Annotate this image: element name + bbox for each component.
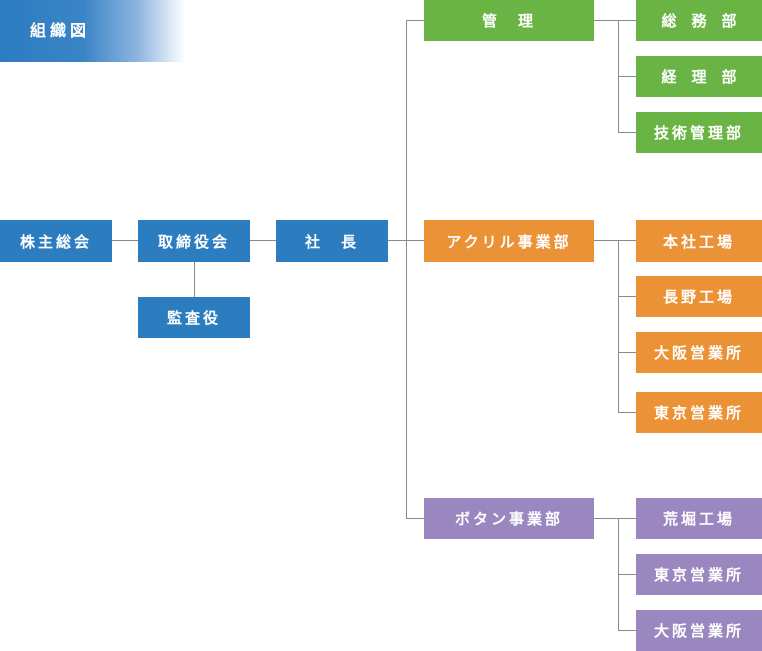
connector-line <box>594 240 618 241</box>
title-banner: 組織図 <box>0 0 185 62</box>
technical-management-box: 技術管理部 <box>636 112 762 153</box>
general-affairs-box: 総 務 部 <box>636 0 762 41</box>
button-division-box: ボタン事業部 <box>424 498 594 539</box>
head-office-factory-box: 本社工場 <box>636 220 762 262</box>
page-title: 組織図 <box>30 21 91 40</box>
arabori-factory-box: 荒堀工場 <box>636 498 762 539</box>
connector-line <box>618 412 636 413</box>
connector-line <box>594 518 618 519</box>
connector-line <box>406 20 424 21</box>
connector-line <box>618 76 636 77</box>
osaka-office-box: 大阪営業所 <box>636 332 762 373</box>
board-of-directors-box: 取締役会 <box>138 220 250 262</box>
connector-line <box>618 574 636 575</box>
osaka-office-box: 大阪営業所 <box>636 610 762 651</box>
tokyo-office-box: 東京営業所 <box>636 554 762 595</box>
nagano-factory-box: 長野工場 <box>636 276 762 317</box>
connector-line <box>618 518 636 519</box>
connector-line <box>406 518 424 519</box>
connector-line <box>618 240 619 413</box>
connector-line <box>112 240 138 241</box>
admin-division-box: 管 理 <box>424 0 594 41</box>
shareholders-meeting-box: 株主総会 <box>0 220 112 262</box>
connector-line <box>618 352 636 353</box>
connector-line <box>618 630 636 631</box>
acrylic-division-box: アクリル事業部 <box>424 220 594 262</box>
connector-line <box>250 240 276 241</box>
connector-line <box>194 262 195 297</box>
connector-line <box>406 20 407 518</box>
connector-line <box>618 132 636 133</box>
connector-line <box>618 240 636 241</box>
president-box: 社 長 <box>276 220 388 262</box>
connector-line <box>594 20 618 21</box>
connector-line <box>388 240 406 241</box>
connector-line <box>406 240 424 241</box>
connector-line <box>618 296 636 297</box>
accounting-box: 経 理 部 <box>636 56 762 97</box>
connector-line <box>618 20 636 21</box>
auditor-box: 監査役 <box>138 297 250 338</box>
tokyo-office-box: 東京営業所 <box>636 392 762 433</box>
